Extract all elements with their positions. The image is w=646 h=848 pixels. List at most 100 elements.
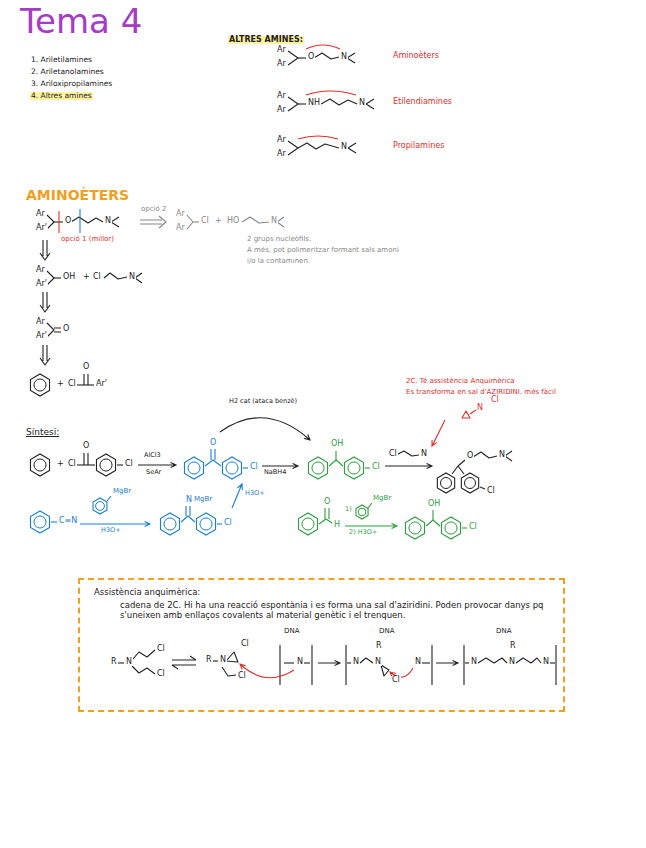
reaction-arrow	[345, 523, 397, 528]
note-heading: Assistència anquimèrica:	[94, 587, 534, 598]
bond-line	[288, 141, 298, 155]
ring-outline	[184, 457, 203, 479]
note-label: MgBr	[112, 488, 132, 495]
bond-line	[222, 667, 236, 676]
note-label: H3O+	[100, 527, 122, 534]
bond-line	[40, 292, 50, 312]
note-label: C≡N	[58, 517, 78, 525]
bond-line	[79, 209, 80, 233]
ring-outline	[30, 511, 49, 533]
bond-line	[426, 520, 440, 526]
bond-line	[111, 217, 119, 227]
reaction-arrow	[232, 484, 242, 508]
bond-line	[118, 662, 124, 663]
note-label: 2. Ariletanolamines	[30, 68, 105, 76]
ring-circle	[34, 459, 46, 471]
ring-circle	[302, 518, 314, 530]
bond-line	[104, 273, 127, 279]
ring-circle	[96, 502, 105, 511]
reaction-arrow	[220, 418, 310, 440]
note-label: DNA	[495, 628, 512, 635]
bond-line	[280, 645, 312, 685]
note-label: O	[466, 452, 474, 460]
ring-circle	[445, 522, 457, 534]
ring-outline	[222, 457, 241, 479]
reaction-arrow	[80, 521, 150, 526]
reaction-arrow	[436, 660, 458, 665]
note-label: N	[270, 217, 278, 225]
ring-outline	[96, 454, 115, 476]
note-label: Cl	[156, 645, 166, 653]
bond-line	[306, 91, 356, 95]
bond-line	[205, 460, 221, 466]
note-label: 1. Ariletilamines	[30, 56, 93, 64]
note-label: +	[56, 460, 65, 468]
bond-line	[242, 217, 269, 223]
note-label: Cl	[237, 672, 247, 680]
bond-line	[306, 45, 340, 49]
benzene-ring	[437, 473, 454, 493]
bond-line	[277, 217, 284, 227]
bond-line	[462, 411, 470, 418]
note-label: Ar'	[35, 332, 48, 340]
bond-line	[432, 510, 433, 520]
ring-outline	[441, 517, 460, 539]
ring-circle	[312, 462, 324, 474]
note-label: Cl	[388, 450, 398, 458]
bond-line	[132, 666, 155, 674]
bond-line	[47, 215, 54, 229]
bond-line	[473, 452, 497, 458]
bond-line	[86, 464, 95, 465]
note-label: A més, pot polimeritzar formant sals amo…	[246, 247, 400, 254]
bond-line	[40, 240, 50, 260]
note-label: Cl	[223, 519, 233, 527]
note-label: Ar	[35, 210, 46, 218]
note-label: +	[214, 217, 223, 225]
bond-line	[325, 508, 329, 519]
note-label: HO	[226, 217, 240, 225]
bond-line	[226, 652, 238, 662]
note-label: Cl	[67, 460, 77, 468]
note-label: +	[82, 273, 91, 281]
benzene-ring	[30, 454, 49, 476]
bond-line	[217, 523, 222, 524]
note-label: Aminoèters	[392, 52, 440, 60]
bond-line	[464, 645, 556, 685]
bond-line	[54, 277, 61, 278]
note-label: 1)	[344, 506, 353, 513]
bond-line	[348, 143, 356, 153]
bond-line	[172, 656, 196, 669]
note-label: MgBr	[193, 496, 213, 503]
bond-line	[186, 506, 190, 516]
note-label: Ar'	[95, 380, 108, 388]
bond-line	[329, 460, 343, 466]
note-label: N	[508, 658, 516, 666]
benzene-ring	[30, 511, 49, 533]
bond-line	[298, 136, 338, 139]
bond-line	[298, 57, 306, 58]
ring-circle	[409, 522, 421, 534]
note-label: N	[104, 217, 112, 225]
bond-line	[288, 97, 298, 111]
reaction-arrow	[138, 462, 176, 467]
note-label: Ar	[35, 318, 46, 326]
note-label: N	[128, 273, 136, 281]
bond-line	[335, 451, 336, 460]
benzene-ring	[160, 513, 179, 535]
bond-line	[326, 519, 332, 523]
bond-line	[480, 487, 485, 489]
note-label: H3O+	[244, 490, 266, 497]
bond-line	[187, 215, 193, 229]
note-label: Ar'	[35, 280, 48, 288]
note-label: Ar	[175, 224, 186, 232]
benzene-ring	[441, 517, 460, 539]
note-label: O	[64, 217, 72, 225]
bond-line	[368, 503, 372, 508]
bond-line	[365, 467, 370, 468]
note-label: 4. Altres amines	[30, 92, 93, 100]
note-label: 2) H3O+	[348, 529, 378, 536]
bond-line	[243, 467, 248, 468]
note-label: 2C. Té assistència Anquimèrica	[405, 378, 516, 385]
note-label: SeAr	[145, 469, 162, 476]
